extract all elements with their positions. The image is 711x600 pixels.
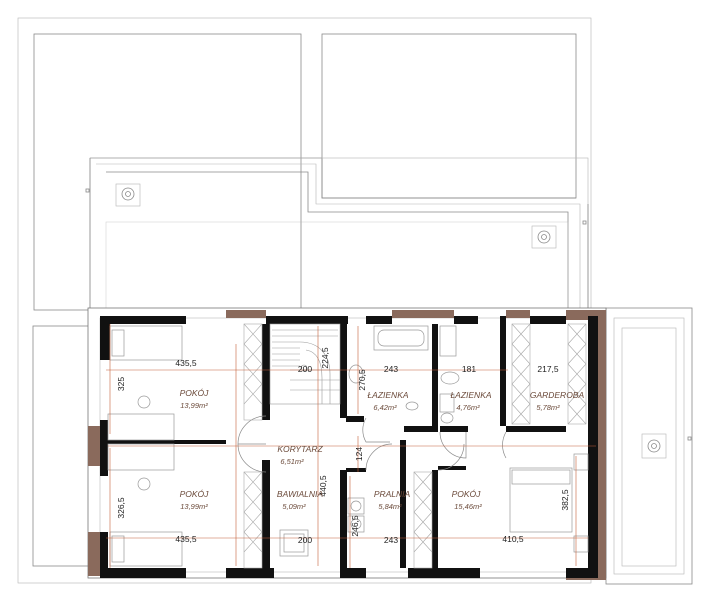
dim-lazienka1-depth: 270,5 xyxy=(357,369,367,391)
room-name: POKÓJ xyxy=(180,489,210,499)
dim-stair-depth: 224,5 xyxy=(320,347,330,369)
room-name: ŁAZIENKA xyxy=(367,390,408,400)
furniture xyxy=(107,325,589,567)
dim-lazienka2-width: 181 xyxy=(462,364,476,374)
room-name: KORYTARZ xyxy=(277,444,323,454)
roof-outline xyxy=(17,17,693,585)
dim-pokoj1-width: 435,5 xyxy=(175,358,197,368)
dim-pokoj2-depth: 326,5 xyxy=(116,497,126,519)
dim-pralnia-width: 243 xyxy=(384,535,398,545)
room-name: GARDEROBA xyxy=(530,390,585,400)
dim-korytarz-gap: 124 xyxy=(354,447,364,461)
room-area: 5,78m² xyxy=(536,403,560,412)
room-label-pokoj-3: POKÓJ 15,46m² xyxy=(452,489,483,511)
vent-icon xyxy=(531,225,557,249)
vent-icon xyxy=(641,433,667,459)
room-name: ŁAZIENKA xyxy=(450,390,491,400)
room-label-lazienka-2: ŁAZIENKA 4,76m² xyxy=(450,390,491,412)
room-name: POKÓJ xyxy=(452,489,482,499)
dim-pokoj1-depth: 325 xyxy=(116,377,126,391)
room-name: BAWIALNIA xyxy=(277,489,323,499)
room-area: 13,99m² xyxy=(180,401,208,410)
room-name: POKÓJ xyxy=(180,388,210,398)
dim-pokoj3-width: 410,5 xyxy=(502,534,524,544)
room-area: 15,46m² xyxy=(454,502,482,511)
dim-pokoj2-width: 435,5 xyxy=(175,534,197,544)
wardrobe-closets xyxy=(243,323,587,569)
dim-lazienka1-width: 243 xyxy=(384,364,398,374)
room-area: 5,09m² xyxy=(282,502,306,511)
dim-bawialnia-depth: 440,5 xyxy=(318,475,328,497)
dim-pralnia-depth: 246,5 xyxy=(350,515,360,537)
room-label-pralnia: PRALNIA 5,84m² xyxy=(374,489,411,511)
dim-stair-width: 200 xyxy=(298,364,312,374)
room-area: 4,76m² xyxy=(456,403,480,412)
room-area: 6,51m² xyxy=(280,457,304,466)
exterior-wall-brown xyxy=(88,310,606,580)
room-label-garderoba: GARDEROBA 5,78m² xyxy=(530,390,585,412)
room-label-lazienka-1: ŁAZIENKA 6,42m² xyxy=(367,390,408,412)
room-area: 6,42m² xyxy=(373,403,397,412)
room-label-pokoj-2: POKÓJ 13,99m² xyxy=(180,489,210,511)
dimension-lines xyxy=(106,324,596,568)
room-label-pokoj-1: POKÓJ 13,99m² xyxy=(180,388,210,410)
room-label-korytarz: KORYTARZ 6,51m² xyxy=(277,444,323,466)
room-name: PRALNIA xyxy=(374,489,411,499)
room-area: 5,84m² xyxy=(378,502,402,511)
marker-icons xyxy=(85,188,692,441)
door-arcs xyxy=(237,415,507,473)
dim-bawialnia-width: 200 xyxy=(298,535,312,545)
dim-pokoj3-depth: 382,5 xyxy=(560,489,570,511)
room-label-bawialnia: BAWIALNIA 5,09m² xyxy=(277,489,323,511)
interior-walls xyxy=(100,316,598,578)
staircase xyxy=(269,323,341,405)
room-area: 13,99m² xyxy=(180,502,208,511)
dim-garderoba-width: 217,5 xyxy=(537,364,559,374)
vent-icon xyxy=(115,183,141,207)
